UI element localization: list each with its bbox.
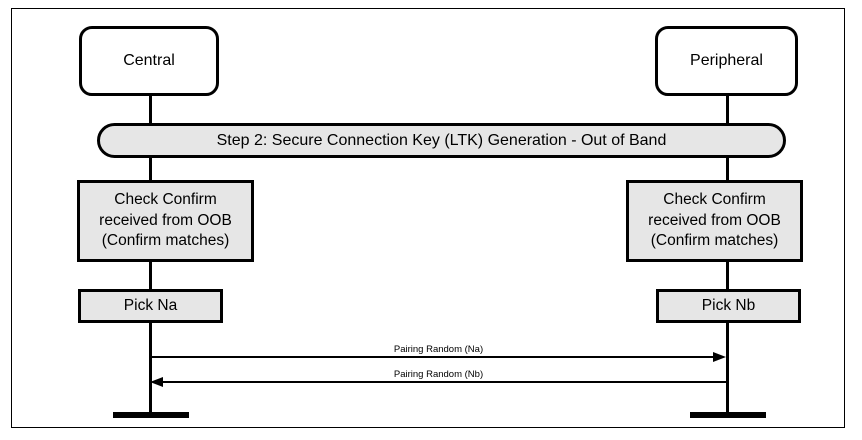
message-label-text: Pairing Random (Na) [393, 344, 484, 355]
message-label-pairing-random-nb: Pairing Random (Nb) [151, 369, 726, 380]
process-box-peripheral-pick-nb[interactable]: Pick Nb [656, 289, 801, 323]
actor-box-central[interactable]: Central [79, 26, 219, 96]
process-line: Check Confirm [114, 191, 217, 209]
process-line: received from OOB [648, 211, 781, 229]
message-arrowhead-pairing-random-na [713, 351, 726, 362]
process-line: received from OOB [99, 211, 232, 229]
process-line: Check Confirm [663, 191, 766, 209]
lifeline-terminator-peripheral [690, 412, 766, 418]
message-arrowhead-pairing-random-nb [150, 376, 163, 387]
actor-label-peripheral: Peripheral [690, 52, 763, 69]
message-line-pairing-random-nb [162, 381, 726, 383]
process-box-central-pick-na[interactable]: Pick Na [78, 289, 223, 323]
step-banner[interactable]: Step 2: Secure Connection Key (LTK) Gene… [97, 123, 786, 158]
actor-label-central: Central [123, 52, 175, 69]
process-box-central-check-confirm[interactable]: Check Confirm received from OOB (Confirm… [77, 180, 254, 262]
lifeline-terminator-central [113, 412, 189, 418]
message-label-text: Pairing Random (Nb) [393, 369, 484, 380]
message-label-pairing-random-na: Pairing Random (Na) [151, 344, 726, 355]
process-line: Pick Na [123, 296, 178, 314]
process-line: Pick Nb [701, 296, 756, 314]
process-line: (Confirm matches) [650, 232, 779, 250]
message-line-pairing-random-na [151, 356, 721, 358]
process-line: (Confirm matches) [101, 232, 230, 250]
step-banner-label: Step 2: Secure Connection Key (LTK) Gene… [216, 131, 667, 149]
process-box-peripheral-check-confirm[interactable]: Check Confirm received from OOB (Confirm… [626, 180, 803, 262]
actor-box-peripheral[interactable]: Peripheral [655, 26, 798, 96]
